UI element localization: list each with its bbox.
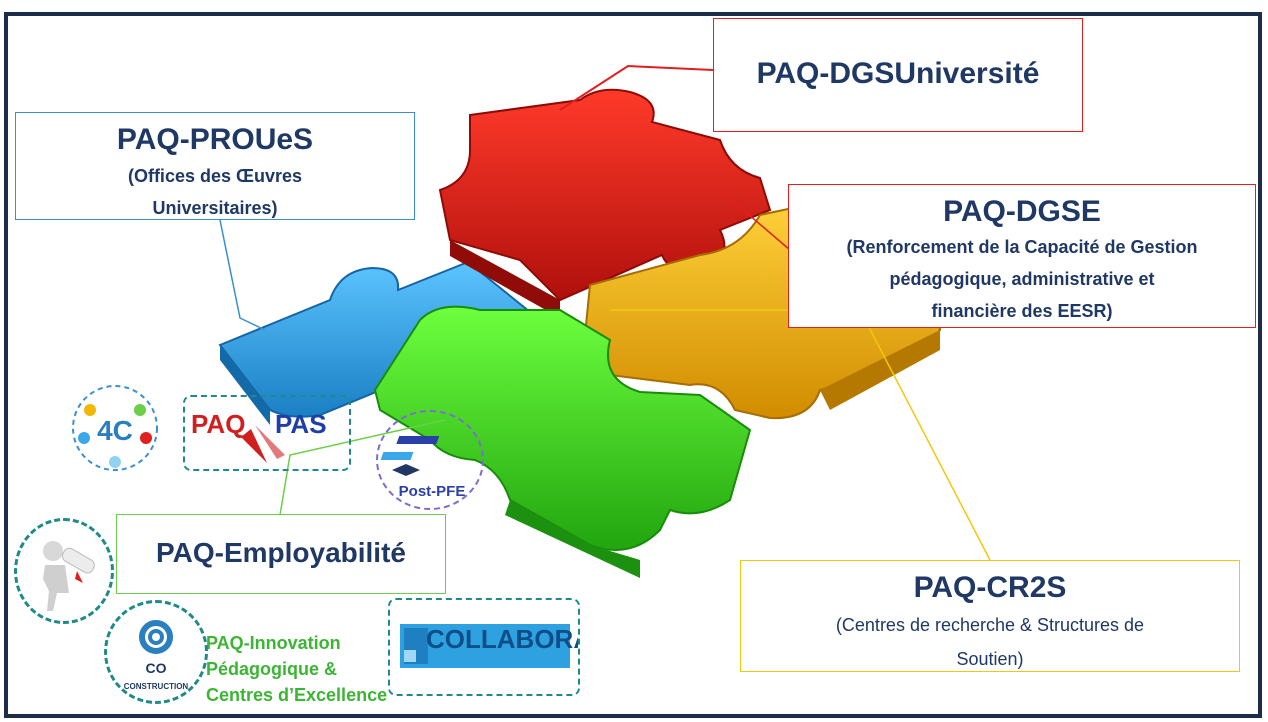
co-construction-icon: CO CONSTRUCTION — [124, 620, 189, 691]
logo-co-construction: CO CONSTRUCTION — [104, 600, 208, 704]
box-paq-cr2s: PAQ-CR2S (Centres de recherche & Structu… — [740, 560, 1240, 672]
innovation-line: Centres d’Excellence — [206, 685, 388, 705]
box-title: PAQ-CR2S — [913, 571, 1067, 604]
box-paq-dgse: PAQ-DGSE (Renforcement de la Capacité de… — [788, 184, 1256, 328]
post-pfe-icon: Post-PFE — [380, 436, 466, 500]
box-title: PAQ-PROUeS — [116, 123, 314, 156]
post-pfe-text: Post-PFE — [399, 483, 466, 500]
box-title: PAQ-DGSUniversité — [756, 57, 1040, 90]
box-title: PAQ-DGSE — [943, 195, 1101, 228]
4c-logo-icon: 4C — [72, 385, 158, 471]
collabora-icon: COLLABORA — [400, 624, 592, 668]
co-sub-text: CONSTRUCTION — [124, 682, 189, 691]
logo-post-pfe: Post-PFE — [376, 410, 484, 510]
box-subtitle-line: (Offices des Œuvres — [127, 166, 303, 186]
logo-diploma — [14, 518, 114, 624]
innovation-line: Pédagogique & — [206, 659, 338, 679]
box-paq-dgsuniversite: PAQ-DGSUniversité — [713, 18, 1083, 132]
4c-text: 4C — [97, 415, 133, 446]
pas-text: PAS — [275, 409, 327, 439]
box-subtitle-line: financière des EESR) — [931, 301, 1113, 321]
collabora-text: COLLABORA — [426, 624, 578, 654]
connector-proues — [219, 219, 266, 331]
box-subtitle-line: pédagogique, administrative et — [889, 269, 1155, 289]
connector-dgsu — [559, 64, 714, 111]
diploma-person-icon — [43, 541, 95, 611]
box-subtitle-line: Universitaires) — [152, 198, 278, 218]
box-subtitle-line: Soutien) — [956, 649, 1024, 669]
box-paq-proues: PAQ-PROUeS (Offices des Œuvres Universit… — [15, 112, 415, 220]
logo-4c: 4C — [50, 380, 180, 490]
paq-text: PAQ — [191, 409, 245, 439]
box-subtitle-line: (Centres de recherche & Structures de — [835, 615, 1145, 635]
logo-collabora: COLLABORA — [388, 598, 592, 696]
innovation-line: PAQ-Innovation — [206, 633, 341, 653]
paq-pas-icon: PAQ PAS — [191, 409, 327, 463]
red-puzzle-piece — [438, 88, 772, 302]
box-paq-employabilite: PAQ-Employabilité — [116, 514, 446, 594]
box-title: PAQ-Employabilité — [156, 537, 406, 568]
co-text: CO — [146, 660, 167, 676]
innovation-label: PAQ-Innovation Pédagogique & Centres d’E… — [206, 630, 426, 708]
logo-paq-pas: PAQ PAS — [183, 395, 351, 471]
connector-dgse — [719, 189, 791, 251]
box-subtitle-line: (Renforcement de la Capacité de Gestion — [846, 237, 1198, 257]
